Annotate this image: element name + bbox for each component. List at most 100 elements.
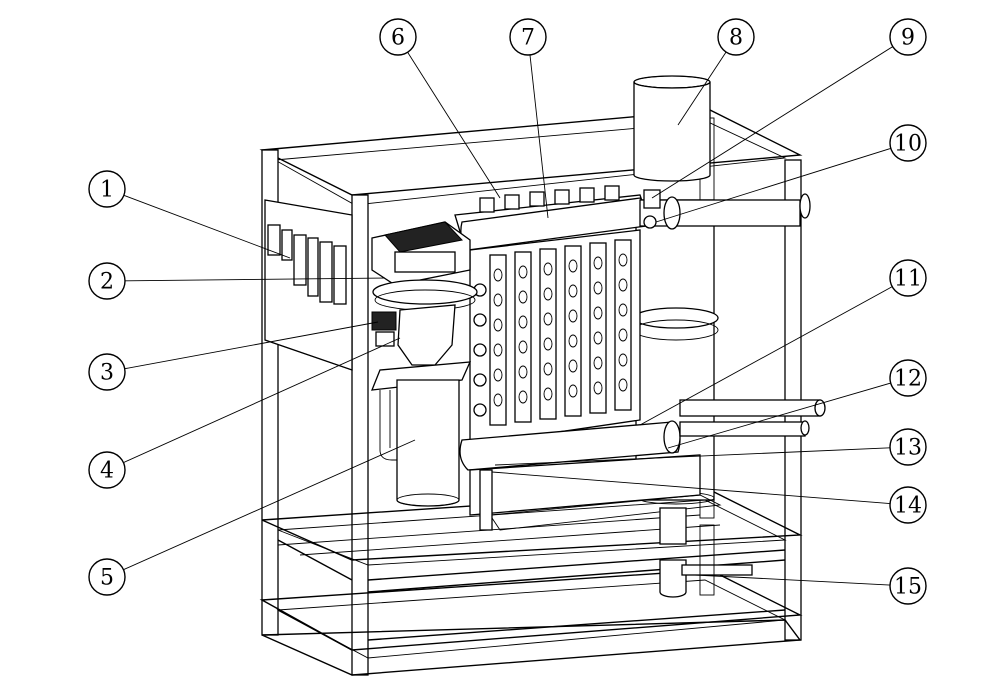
section-port	[543, 287, 553, 301]
callout-circle	[88, 262, 126, 300]
callout-bubble: 15	[889, 567, 927, 605]
callout-circle	[88, 451, 126, 489]
callout-bubble: 8	[717, 18, 755, 56]
heat-exchanger-section	[539, 248, 557, 420]
section-port	[618, 378, 628, 392]
leader-line	[639, 286, 893, 426]
section-port	[568, 309, 578, 323]
callout-bubble: 14	[889, 486, 927, 524]
section-port	[493, 318, 503, 332]
section-port	[543, 312, 553, 326]
leader-line	[494, 447, 891, 466]
leader-line	[407, 51, 501, 199]
callout-circle	[509, 18, 547, 56]
callout-circle	[889, 359, 927, 397]
leader-line	[529, 54, 549, 219]
side-flange	[473, 313, 487, 327]
section-port	[493, 293, 503, 307]
top-manifold	[454, 185, 811, 251]
heat-exchanger-section	[514, 251, 532, 423]
section-port	[518, 265, 528, 279]
callout-number: 14	[894, 494, 922, 519]
leader-line	[651, 46, 894, 199]
callout-circle	[889, 124, 927, 162]
section-port	[518, 290, 528, 304]
leader-line	[677, 51, 727, 126]
section-port	[593, 306, 603, 320]
section-port	[493, 393, 503, 407]
callout-number: 9	[901, 26, 915, 51]
callout-bubble: 5	[88, 558, 126, 596]
heat-exchanger-section	[589, 242, 607, 414]
callout-circle	[88, 353, 126, 391]
section-port	[493, 368, 503, 382]
callout-number: 4	[100, 459, 114, 484]
callout-circle	[889, 259, 927, 297]
side-flange	[473, 403, 487, 417]
callout-number: 1	[100, 178, 114, 203]
section-port	[493, 268, 503, 282]
callout-bubble: 3	[88, 353, 126, 391]
callout-bubble: 9	[889, 18, 927, 56]
section-port	[493, 343, 503, 357]
leader-line	[491, 471, 891, 505]
section-port	[518, 340, 528, 354]
leader-line	[667, 382, 891, 449]
section-port	[618, 278, 628, 292]
callout-number: 15	[894, 575, 922, 600]
section-port	[593, 331, 603, 345]
section-port	[568, 384, 578, 398]
heat-exchanger-section	[564, 245, 582, 417]
section-port	[618, 253, 628, 267]
callout-circle	[717, 18, 755, 56]
burner-fan	[370, 221, 478, 391]
callout-circle	[889, 567, 927, 605]
heat-exchanger	[469, 229, 641, 446]
callout-number: 6	[391, 26, 405, 51]
pump	[659, 507, 753, 598]
callout-circle	[88, 558, 126, 596]
callout-circle	[379, 18, 417, 56]
callout-number: 13	[894, 436, 922, 461]
leader-line	[694, 574, 891, 586]
section-port	[543, 362, 553, 376]
callout-number: 12	[894, 367, 922, 392]
section-port	[518, 315, 528, 329]
leader-line	[123, 337, 401, 464]
section-port	[543, 262, 553, 276]
callout-number: 10	[894, 132, 922, 157]
callout-number: 3	[100, 361, 114, 386]
side-flange	[473, 343, 487, 357]
section-port	[618, 328, 628, 342]
callout-bubble: 13	[889, 428, 927, 466]
section-port	[568, 259, 578, 273]
heat-exchanger-section	[489, 254, 507, 426]
callout-bubble: 6	[379, 18, 417, 56]
lower-cylinder	[379, 379, 460, 507]
leader-line	[655, 147, 891, 223]
callout-number: 8	[729, 26, 743, 51]
section-port	[518, 365, 528, 379]
section-port	[568, 359, 578, 373]
callout-number: 5	[100, 566, 114, 591]
section-port	[543, 387, 553, 401]
callout-bubble: 10	[889, 124, 927, 162]
callout-bubble: 11	[889, 259, 927, 297]
callout-bubble: 4	[88, 451, 126, 489]
leader-line	[124, 321, 379, 370]
side-flange	[473, 373, 487, 387]
section-port	[618, 353, 628, 367]
section-port	[568, 284, 578, 298]
callout-number: 7	[521, 26, 535, 51]
section-port	[593, 356, 603, 370]
leader-lines	[123, 46, 894, 586]
section-port	[593, 281, 603, 295]
callout-circle	[889, 18, 927, 56]
callout-number: 11	[894, 267, 922, 292]
leader-line	[123, 194, 291, 259]
leader-line	[124, 277, 386, 282]
flue-pipe	[633, 75, 711, 182]
